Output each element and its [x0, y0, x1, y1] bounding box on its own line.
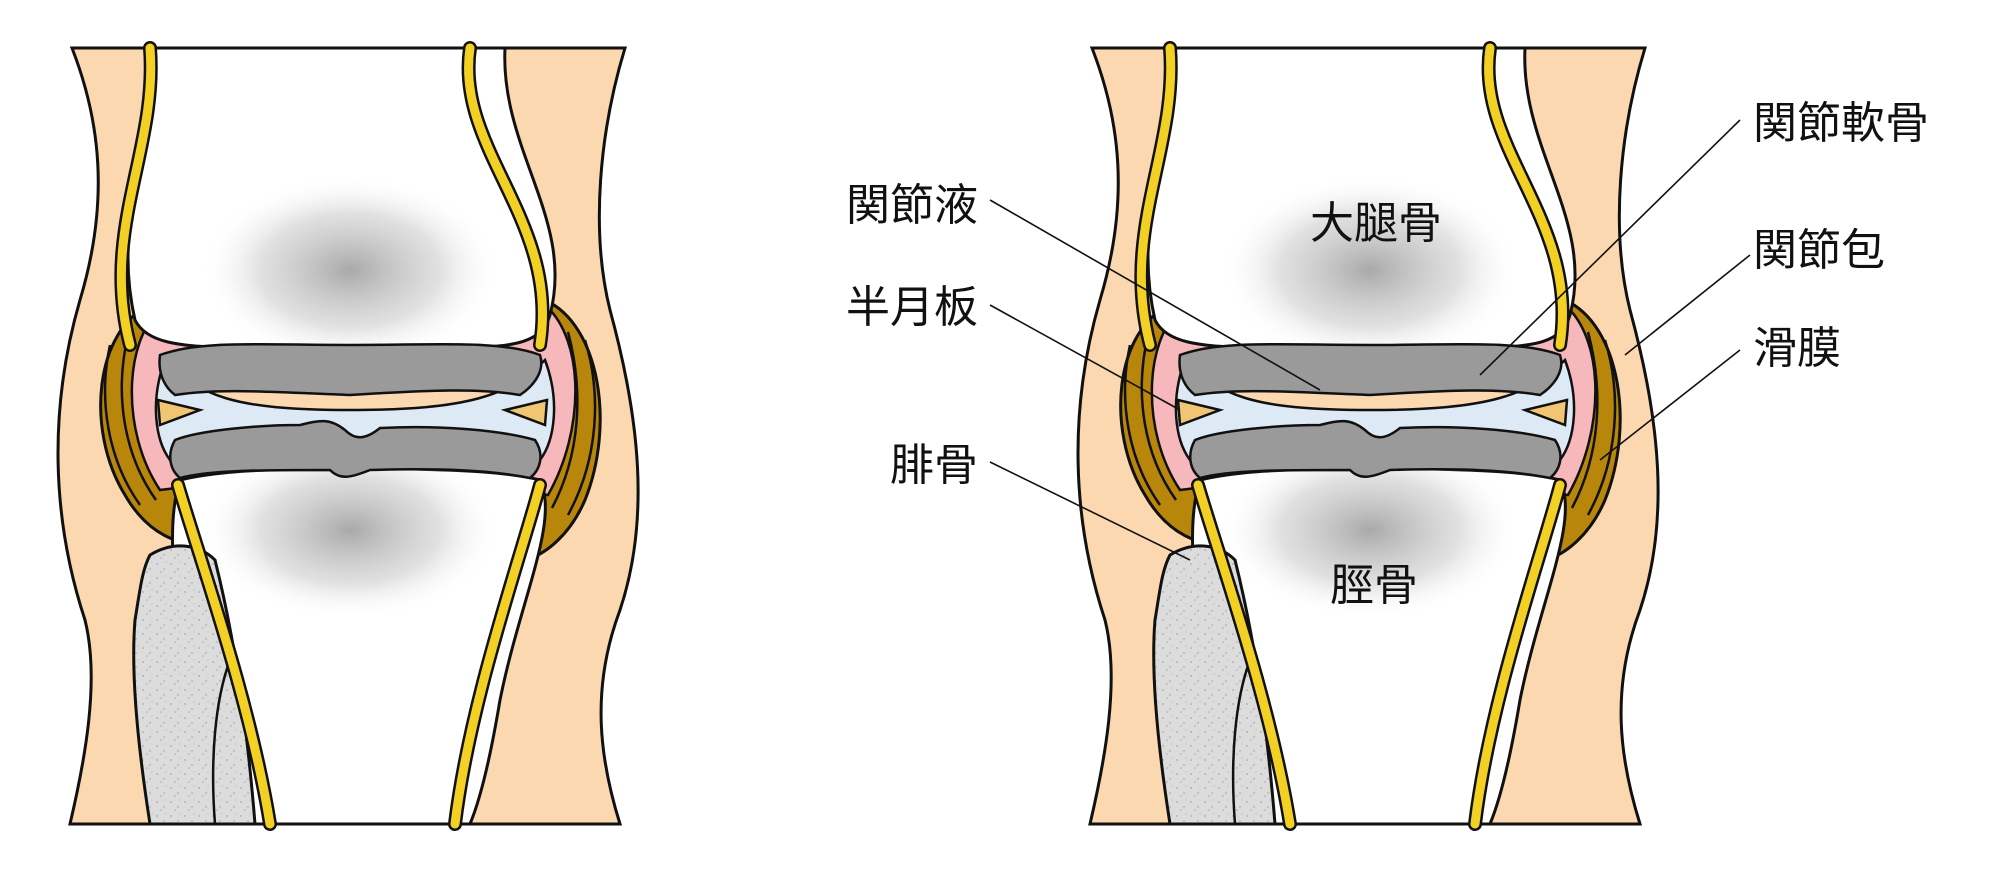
label-fibula: 腓骨 [890, 440, 978, 491]
label-joint-capsule: 関節包 [1753, 225, 1885, 276]
label-meniscus: 半月板 [846, 282, 978, 333]
label-synovial-fluid: 関節液 [846, 180, 978, 231]
leader-synovium [1599, 349, 1741, 461]
label-tibia: 脛骨 [1330, 560, 1418, 611]
leader-joint-capsule [1624, 254, 1751, 356]
leader-meniscus [989, 304, 1181, 411]
label-articular-cartilage: 関節軟骨 [1753, 98, 1929, 149]
knee-left [58, 48, 638, 824]
leader-synovial-fluid [989, 199, 1321, 391]
leader-fibula [989, 461, 1191, 561]
label-femur: 大腿骨 [1310, 198, 1442, 249]
knee-right [1078, 48, 1658, 824]
leader-articular-cartilage [1479, 119, 1741, 376]
label-synovium: 滑膜 [1753, 323, 1841, 374]
